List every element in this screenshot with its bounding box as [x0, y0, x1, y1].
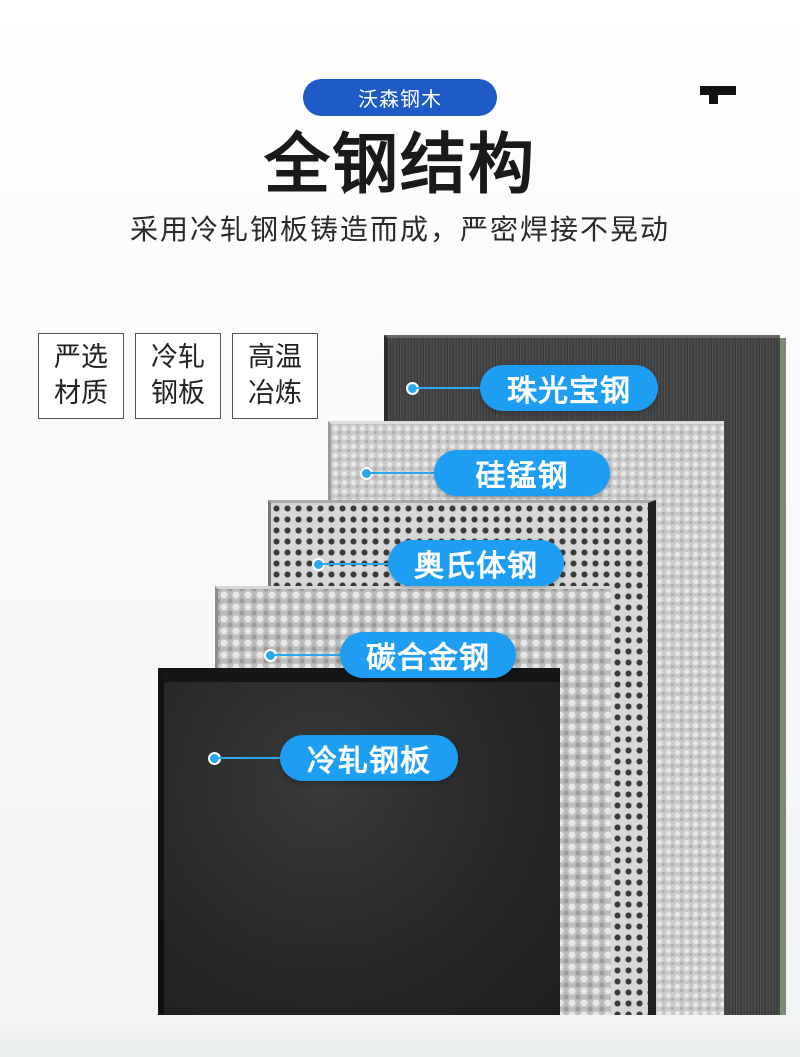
- feature-line: 严选: [54, 342, 108, 373]
- brand-badge: 沃森钢木: [303, 79, 497, 116]
- layer-label-carbon-alloy: 碳合金钢: [340, 632, 516, 678]
- callout-line: [417, 387, 487, 389]
- logo-icon: [700, 86, 742, 112]
- layer-label-austenitic: 奥氏体钢: [388, 540, 564, 586]
- callout-line: [219, 757, 289, 759]
- feature-line: 钢板: [151, 378, 205, 409]
- feature-box-smelting: 高温 冶炼: [232, 333, 318, 419]
- page-title: 全钢结构: [264, 126, 536, 203]
- steel-layer-cold-rolled: [158, 668, 560, 1015]
- feature-line: 冶炼: [248, 378, 302, 409]
- feature-line: 冷轧: [151, 342, 205, 373]
- layer-label-silicon-manganese: 硅锰钢: [434, 450, 610, 496]
- floor: [0, 1015, 800, 1057]
- layer-label-pearl: 珠光宝钢: [480, 365, 658, 411]
- callout-line: [323, 563, 393, 565]
- feature-box-cold-rolled: 冷轧 钢板: [135, 333, 221, 419]
- feature-line: 材质: [54, 378, 108, 409]
- callout-line: [275, 654, 345, 656]
- callout-line: [371, 472, 441, 474]
- feature-box-material: 严选 材质: [38, 333, 124, 419]
- feature-line: 高温: [248, 342, 302, 373]
- page-subtitle: 采用冷轧钢板铸造而成，严密焊接不晃动: [129, 213, 670, 246]
- layer-label-cold-rolled: 冷轧钢板: [280, 735, 458, 781]
